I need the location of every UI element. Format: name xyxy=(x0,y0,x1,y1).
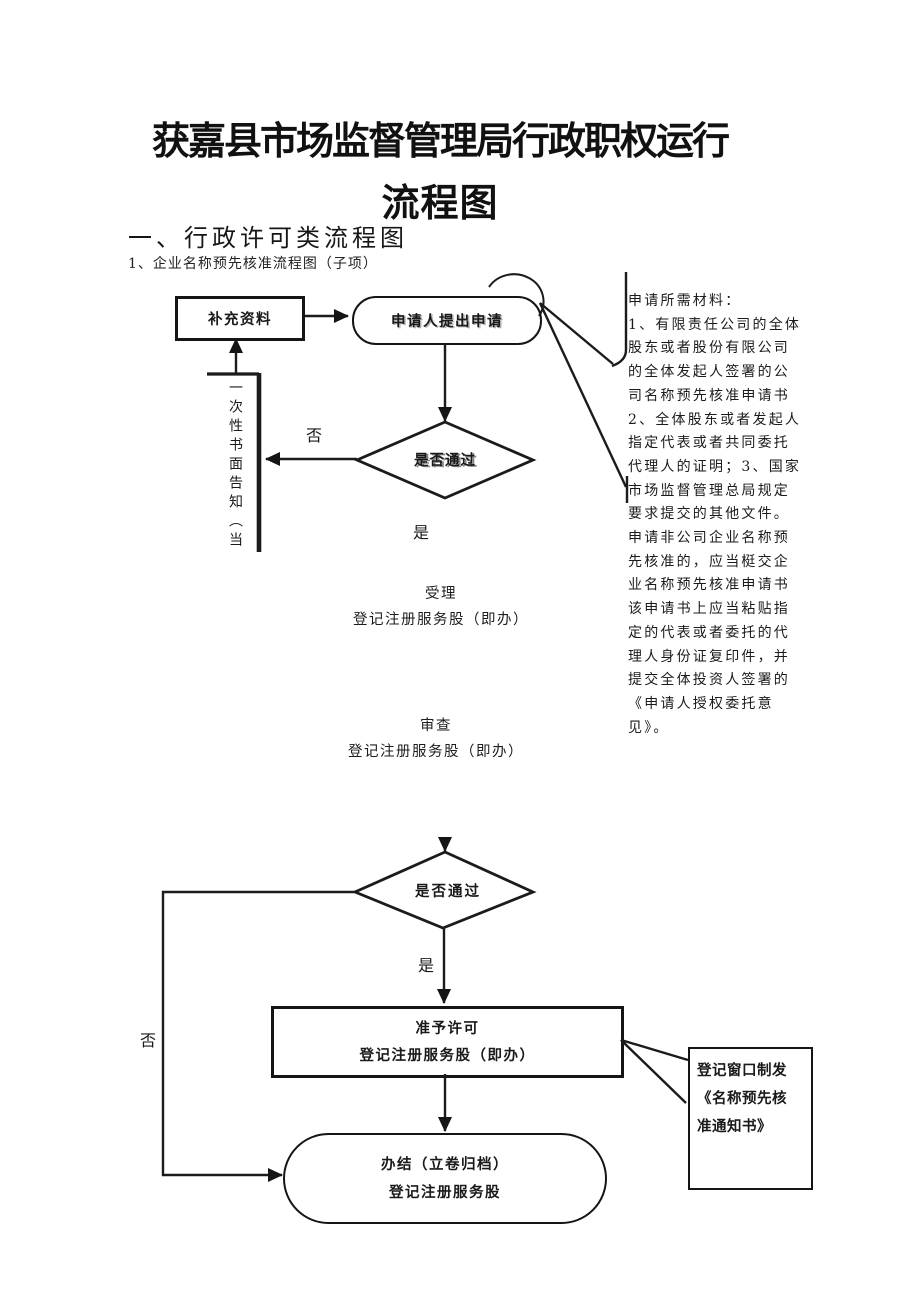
node-supplement-materials: 补充资料 xyxy=(175,296,305,341)
branch-no-label-2: 否 xyxy=(140,1031,158,1050)
node-case-closed-line1: 办结（立卷归档） xyxy=(381,1155,509,1173)
materials-note-line: 的全体发起人签署的公 xyxy=(628,364,790,381)
page-title-line2: 流程图 xyxy=(381,181,499,225)
callout-notice-line2: 《名称预先核 xyxy=(697,1090,787,1107)
page-title: 获嘉县市场监督管理局行政职权运行 xyxy=(151,119,730,163)
materials-callout-line-2 xyxy=(538,302,628,488)
section-heading: 一、行政许可类流程图 xyxy=(128,224,408,252)
step-review-line2: 登记注册服务股（即办） xyxy=(348,744,524,760)
materials-note-line: 见》。 xyxy=(628,719,670,736)
materials-note-line: 申请所需材料： xyxy=(628,293,742,309)
node-grant-permission-line1: 准予许可 xyxy=(415,1020,480,1037)
node-case-closed: 办结（立卷归档） 登记注册服务股 xyxy=(283,1133,607,1224)
step-review: 审查 登记注册服务股（即办） xyxy=(326,713,546,765)
branch-yes-label-1: 是 xyxy=(413,523,431,542)
materials-note-line: 股东或者股份有限公司 xyxy=(628,340,790,357)
branch-yes-label-2: 是 xyxy=(418,956,436,975)
callout-wedge xyxy=(620,1038,689,1104)
materials-note-line: 要求提交的其他文件。 xyxy=(628,506,790,523)
callout-notice-line3: 准通知书》 xyxy=(697,1118,772,1135)
materials-note: 申请所需材料： 1、有限责任公司的全体 股东或者股份有限公司 的全体发起人签署的… xyxy=(628,290,808,740)
materials-note-line: 市场监督管理总局规定 xyxy=(628,482,790,499)
materials-note-line: 代理人的证明；3、国家 xyxy=(628,458,802,475)
step-acceptance-line1: 受理 xyxy=(425,586,457,602)
step-review-line1: 审查 xyxy=(420,718,452,734)
subsection-heading: 1、企业名称预先核准流程图（子项） xyxy=(128,256,378,272)
node-case-closed-line2: 登记注册服务股 xyxy=(389,1183,501,1201)
callout-notice-issuance: 登记窗口制发 《名称预先核 准通知书》 xyxy=(688,1047,813,1190)
materials-note-line: 《申请人授权委托意 xyxy=(628,695,774,712)
node-grant-permission-line2: 登记注册服务股（即办） xyxy=(359,1047,536,1064)
materials-callout-line-1 xyxy=(539,302,614,365)
step-acceptance: 受理 登记注册服务股（即办） xyxy=(331,581,551,633)
materials-note-line: 司名称预先核准申请书 xyxy=(628,387,790,404)
step-acceptance-line2: 登记注册服务股（即办） xyxy=(353,612,529,628)
node-grant-permission: 准予许可 登记注册服务股（即办） xyxy=(271,1006,624,1078)
node-onetime-written-notice: 一次性书面告知（当 xyxy=(227,380,243,551)
callout-notice-line1: 登记窗口制发 xyxy=(697,1062,787,1079)
materials-note-line: 2、全体股东或者发起人 xyxy=(628,411,802,428)
node-supplement-materials-label: 补充资料 xyxy=(208,311,272,328)
materials-note-line: 该申请书上应当粘贴指 xyxy=(628,601,790,618)
materials-note-line: 提交全体投资人签署的 xyxy=(628,672,790,689)
materials-note-line: 1、有限责任公司的全体 xyxy=(628,316,802,333)
materials-note-line: 定的代表或者委托的代 xyxy=(628,624,790,641)
materials-note-line: 先核准的，应当梃交企 xyxy=(628,553,790,570)
materials-bracket xyxy=(611,272,628,368)
materials-note-line: 申请非公司企业名称预 xyxy=(628,530,790,547)
materials-note-line: 理人身份证复印件，并 xyxy=(628,648,790,665)
node-applicant-submits-label: 申请人提出申请 xyxy=(391,313,503,330)
branch-no-label-1: 否 xyxy=(306,426,324,445)
decision-pass-2-label: 是否通过 xyxy=(415,883,481,900)
node-applicant-submits: 申请人提出申请 xyxy=(352,296,542,345)
materials-note-line: 业名称预先核准申请书 xyxy=(628,577,790,594)
materials-note-line: 指定代表或者共同委托 xyxy=(628,435,790,452)
decision-pass-1-label: 是否通过 xyxy=(414,452,476,469)
